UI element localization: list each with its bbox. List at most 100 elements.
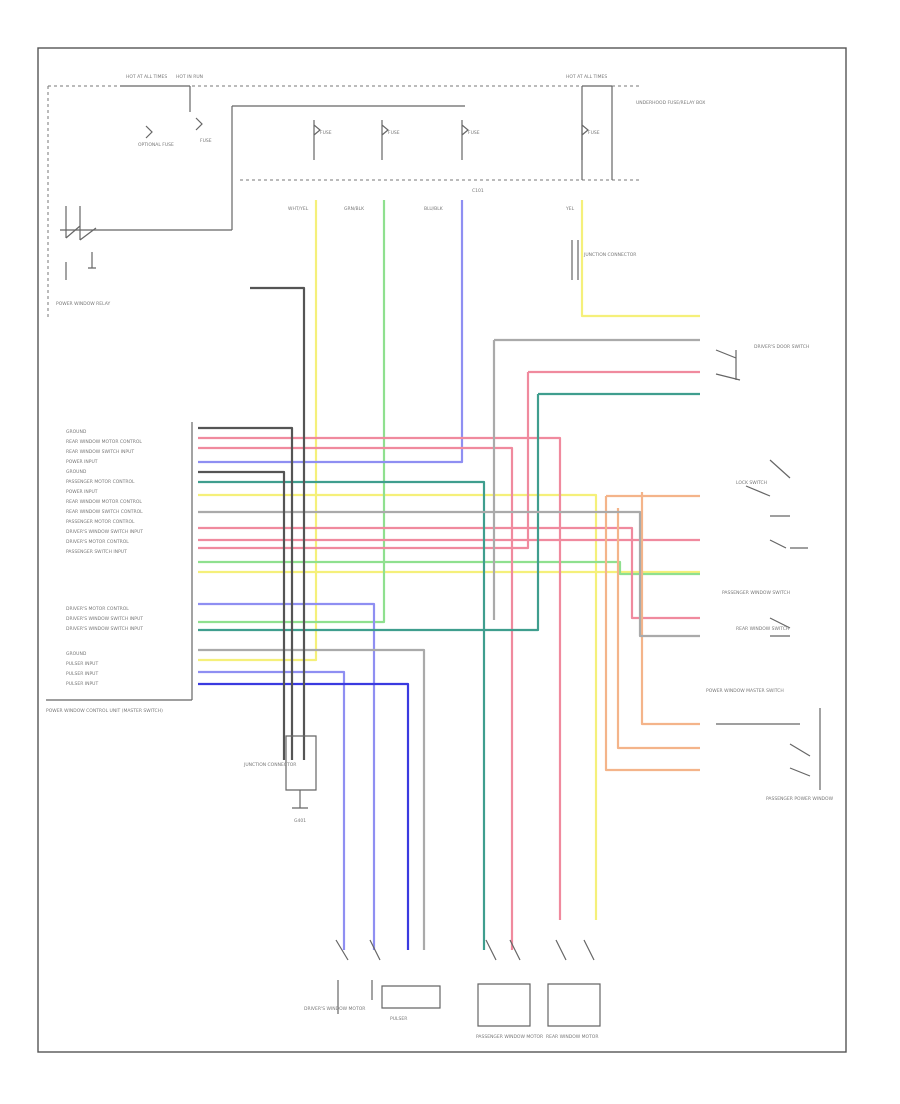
wire-black [198, 426, 294, 760]
wire-tag: C101 [472, 188, 484, 194]
relay-symbol [65, 206, 97, 280]
wire-blue [198, 670, 346, 950]
motor-contacts [485, 939, 595, 961]
bottom-label: PASSENGER WINDOW MOTOR [476, 1034, 543, 1040]
ground-junction [285, 735, 317, 809]
right-label: DRIVER'S DOOR SWITCH [754, 344, 809, 350]
wire-red [198, 446, 514, 950]
junction-connector-label: JUNCTION CONNECTOR [583, 252, 636, 258]
wire-grey [492, 338, 700, 620]
driver-motor-switch [335, 939, 381, 961]
fuse-group [145, 117, 589, 160]
wire-blue [198, 602, 376, 950]
right-label: LOCK SWITCH [736, 480, 767, 486]
wire-tag: WHT/YEL [288, 206, 309, 212]
fuse-label: FUSE [200, 138, 212, 144]
pin-label: PASSENGER MOTOR CONTROL [66, 479, 135, 485]
passenger-motor-box [477, 983, 531, 1027]
relay-coil [65, 252, 96, 280]
pin-label: POWER INPUT [66, 459, 98, 465]
fuse-box-boundary [47, 85, 640, 320]
junction-connector [571, 240, 579, 280]
pin-label: DRIVER'S WINDOW SWITCH INPUT [66, 529, 143, 535]
fuse-symbol [145, 125, 153, 139]
wire-yellow [198, 493, 598, 920]
pin-label: GROUND [66, 469, 87, 475]
pin-label: PULSER INPUT [66, 671, 98, 677]
wire-yellow [198, 200, 318, 662]
passenger-window-switch [769, 539, 808, 549]
pin-label: DRIVER'S MOTOR CONTROL [66, 539, 129, 545]
wire-blue [198, 200, 464, 464]
pin-label: DRIVER'S WINDOW SWITCH INPUT [66, 626, 143, 632]
pulser-box [381, 985, 441, 1009]
bottom-label: PULSER [390, 1016, 407, 1022]
fuse-symbol [581, 120, 589, 160]
wire-tag: YEL [565, 206, 575, 212]
wire-teal [198, 392, 700, 632]
pin-label: PULSER INPUT [66, 681, 98, 687]
hot-label-2: HOT IN RUN [176, 74, 203, 80]
right-switches [715, 349, 821, 790]
pin-label: REAR WINDOW MOTOR CONTROL [66, 499, 142, 505]
pin-label: PASSENGER MOTOR CONTROL [66, 519, 135, 525]
pin-label: REAR WINDOW SWITCH INPUT [66, 449, 134, 455]
wire-orange [640, 492, 700, 726]
bottom-label: DRIVER'S WINDOW MOTOR [304, 1006, 365, 1012]
ground-label: G401 [294, 818, 306, 824]
pin-label: PASSENGER SWITCH INPUT [66, 549, 127, 555]
driver-motor-contacts [337, 980, 373, 1014]
right-label: PASSENGER WINDOW SWITCH [722, 590, 790, 596]
module-pin-labels: GROUND REAR WINDOW MOTOR CONTROL REAR WI… [66, 429, 143, 687]
fuse-label: FUSE [320, 130, 332, 136]
wire-blue-dark [198, 682, 410, 950]
hot-label-1: HOT AT ALL TIMES [126, 74, 167, 80]
right-label: PASSENGER POWER WINDOW [766, 796, 834, 802]
wire-red [198, 436, 562, 920]
relay-label: POWER WINDOW RELAY [56, 301, 110, 307]
lock-switch [745, 459, 791, 517]
wire-tag: GRN/BLK [344, 206, 365, 212]
wire-black [250, 286, 306, 760]
bottom-label: REAR WINDOW MOTOR [546, 1034, 598, 1040]
right-label: REAR WINDOW SWITCH [736, 626, 789, 632]
wire-red [198, 370, 700, 550]
fuse-symbol [195, 117, 203, 131]
fuse-label: OPTIONAL FUSE [138, 142, 174, 148]
ground-junction-label: JUNCTION CONNECTOR [243, 762, 296, 768]
fuse-symbol [313, 120, 321, 160]
pin-label: GROUND [66, 651, 87, 657]
rear-window-switch [769, 617, 791, 637]
wire-green [198, 560, 700, 576]
pin-label: REAR WINDOW MOTOR CONTROL [66, 439, 142, 445]
fuse-symbol [381, 120, 389, 160]
wire-orange [604, 494, 700, 772]
diagram-frame [37, 47, 847, 1053]
wire-grey [198, 510, 700, 638]
pin-label: DRIVER'S WINDOW SWITCH INPUT [66, 616, 143, 622]
fuse-bus [60, 85, 613, 231]
main-module-label: POWER WINDOW CONTROL UNIT (MASTER SWITCH… [46, 708, 163, 714]
wire-tag: BLU/BLK [424, 206, 444, 212]
ground-connector [285, 735, 317, 791]
pin-label: PULSER INPUT [66, 661, 98, 667]
pin-label: REAR WINDOW SWITCH CONTROL [66, 509, 143, 515]
fuse-label: FUSE [468, 130, 480, 136]
wire-yellow [580, 200, 700, 318]
bottom-components [335, 939, 601, 1027]
rear-motor-box [547, 983, 601, 1027]
pin-label: POWER INPUT [66, 489, 98, 495]
pin-label: GROUND [66, 429, 87, 435]
fuse-symbol [461, 120, 469, 160]
pin-label: DRIVER'S MOTOR CONTROL [66, 606, 129, 612]
driver-door-switch [715, 349, 741, 381]
wire-orange [616, 508, 700, 750]
wire-group [198, 200, 700, 950]
ground-wire [292, 790, 308, 809]
underhood-label: UNDERHOOD FUSE/RELAY BOX [636, 100, 705, 106]
wire-red [198, 526, 700, 620]
relay-contact [65, 206, 97, 241]
right-label: POWER WINDOW MASTER SWITCH [706, 688, 784, 694]
